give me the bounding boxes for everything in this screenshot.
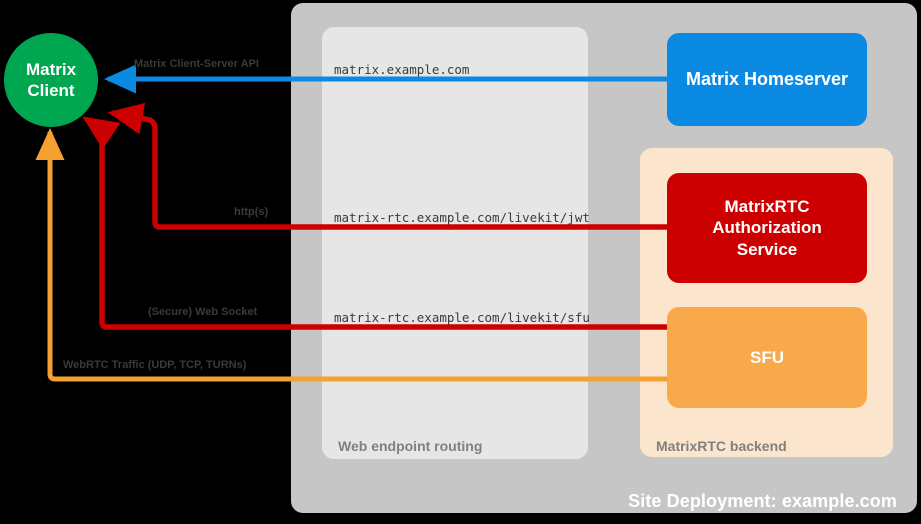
endpoint-label-matrix-example-com: matrix.example.com [334, 62, 470, 77]
sfu-label: SFU [750, 347, 784, 367]
edge-label-jwt-http: http(s) [234, 206, 269, 218]
container-label-web-endpoint-routing: Web endpoint routing [338, 438, 483, 454]
node-matrix-client[interactable]: Matrix Client [4, 33, 98, 127]
edge-label-client-server-api: Matrix Client-Server API [134, 58, 259, 70]
edge-webrtc-media [35, 127, 695, 394]
container-label-site-deployment: Site Deployment: example.com [628, 491, 897, 511]
node-matrixrtc-authorization-service[interactable]: MatrixRTC Authorization Service [667, 173, 867, 283]
matrix-client-label-line2: Client [27, 81, 75, 100]
matrix-homeserver-label: Matrix Homeserver [685, 69, 849, 90]
edge-label-sfu-websocket: (Secure) Web Socket [148, 306, 258, 318]
endpoint-label-livekit-sfu: matrix-rtc.example.com/livekit/sfu [334, 310, 590, 325]
matrix-client-label-line1: Matrix [25, 59, 77, 79]
matrixrtc-auth-label-line2: Authorization [712, 218, 822, 238]
node-sfu[interactable]: SFU [667, 307, 867, 408]
endpoint-label-livekit-jwt: matrix-rtc.example.com/livekit/jwt [334, 210, 590, 225]
edge-label-webrtc-media: WebRTC Traffic (UDP, TCP, TURNs) [63, 359, 247, 371]
matrixrtc-auth-label-line1: MatrixRTC [724, 197, 810, 217]
container-label-matrixrtc-backend: MatrixRTC backend [656, 438, 787, 454]
node-matrix-homeserver[interactable]: Matrix Homeserver [667, 33, 867, 126]
matrixrtc-auth-label-line3: Service [736, 239, 798, 259]
